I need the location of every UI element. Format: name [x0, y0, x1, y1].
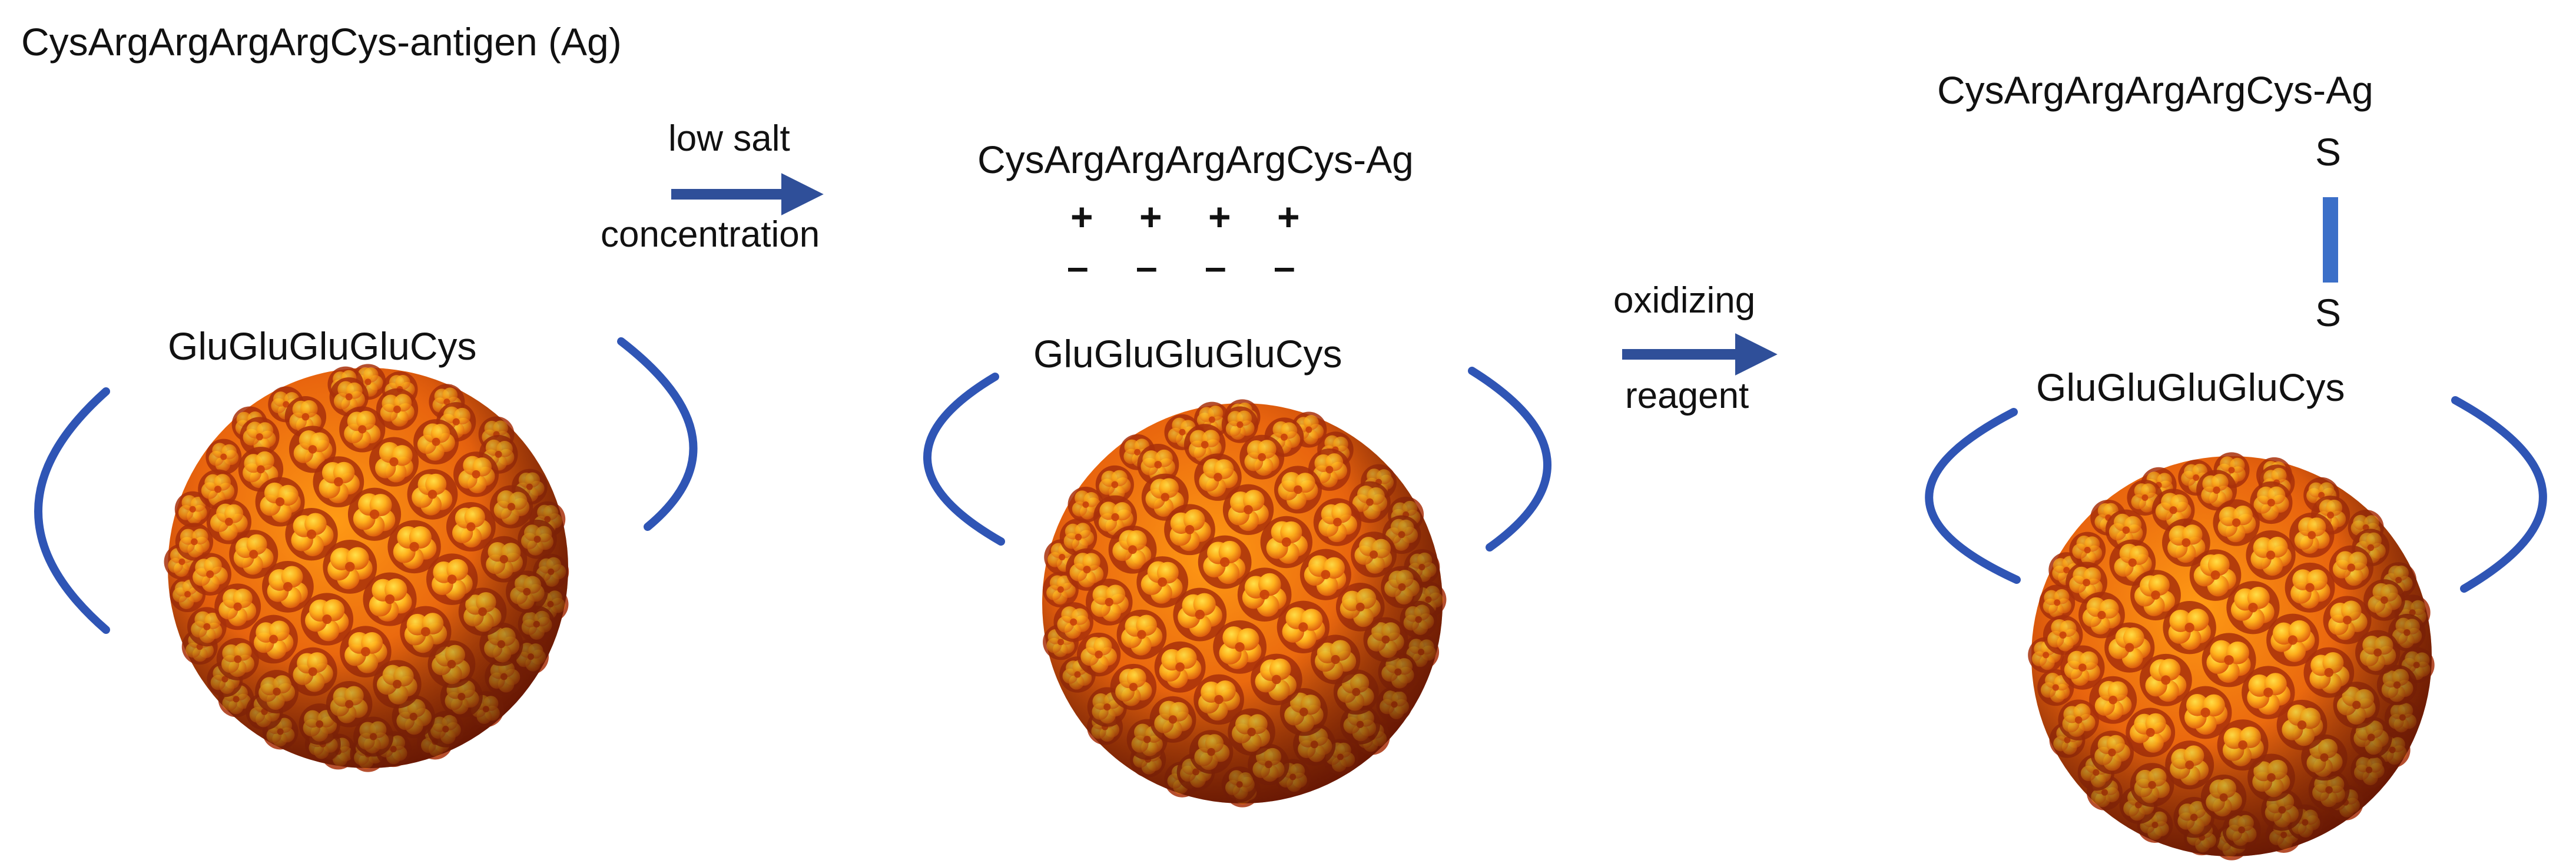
panel2-plus-2: +	[1139, 195, 1162, 238]
panel2-left-bracket	[923, 373, 1005, 546]
diagram-title: CysArgArgArgArgCys-antigen (Ag)	[21, 20, 622, 64]
panel3-capsid-label: GluGluGluGluCys	[2036, 366, 2345, 409]
panel1-left-bracket	[34, 387, 110, 634]
panel3-sulfur-bottom: S	[2315, 291, 2342, 334]
panel2-minus-3: –	[1205, 245, 1226, 288]
panel3-capsid	[2028, 452, 2435, 861]
panel1-capsid	[164, 364, 569, 772]
step1-label-bottom: concentration	[601, 214, 820, 255]
panel2-minus-1: –	[1067, 245, 1089, 288]
panel3-peptide-label: CysArgArgArgArgCys-Ag	[1937, 68, 2373, 112]
panel3-right-bracket	[2451, 396, 2547, 593]
panel2-plus-3: +	[1208, 195, 1231, 238]
panel3-sulfur-top: S	[2315, 130, 2342, 174]
panel2-capsid	[1042, 399, 1447, 808]
panel2-minus-2: –	[1136, 245, 1158, 288]
panel2-plus-4: +	[1277, 195, 1300, 238]
disulfide-bond	[2323, 197, 2338, 283]
step2-label-top: oxidizing	[1613, 280, 1756, 321]
step1-label-top: low salt	[668, 118, 790, 159]
panel2-capsid-label: GluGluGluGluCys	[1033, 332, 1342, 376]
panel2-plus-1: +	[1070, 195, 1093, 238]
panel1-right-bracket	[617, 337, 698, 531]
panel3-left-bracket	[1925, 408, 2021, 584]
panel1-capsid-label: GluGluGluGluCys	[168, 324, 477, 368]
step2-label-bottom: reagent	[1625, 376, 1749, 416]
panel2-peptide-label: CysArgArgArgArgCys-Ag	[977, 138, 1414, 181]
panel2-right-bracket	[1468, 367, 1551, 552]
panel2-minus-4: –	[1274, 245, 1295, 288]
